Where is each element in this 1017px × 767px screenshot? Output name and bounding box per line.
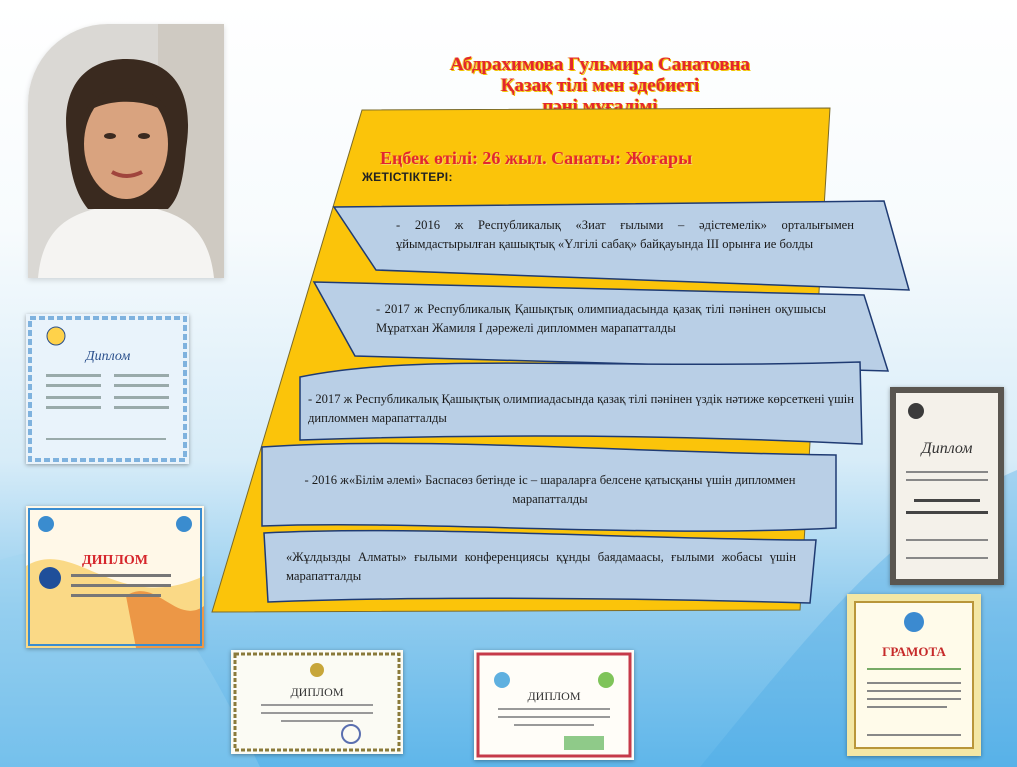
achievement-banner-1: [332, 200, 911, 291]
achievement-banner-3: [299, 361, 863, 445]
doc3-title: ДИПЛОМ: [291, 685, 344, 699]
doc2-title: ДИПЛОМ: [82, 553, 148, 568]
teacher-subject-line1: Қазақ тілі мен әдебиеті: [500, 75, 700, 96]
achievement-text-1: - 2016 ж Республикалық «Зиат ғылыми – әд…: [396, 218, 854, 251]
doc1-title: Диплом: [84, 349, 131, 364]
achievement-banner-5: [263, 529, 817, 604]
certificate-diploma-1: Диплом: [26, 314, 189, 464]
achievement-banner-4: [261, 442, 837, 532]
certificate-diploma-4: ДИПЛОМ: [474, 650, 634, 760]
teacher-photo: [28, 24, 224, 278]
certificate-gramota: ГРАМОТА: [847, 594, 981, 756]
achievement-banner-2: [312, 281, 890, 372]
experience-text: Еңбек өтілі: 26 жыл. Санаты: Жоғары: [380, 148, 693, 168]
teacher-name: Абдрахимова Гульмира Санатовна: [450, 54, 750, 75]
achievement-text-2: - 2017 ж Республикалық Қашықтық олимпиад…: [376, 302, 826, 335]
certificate-diploma-2: ДИПЛОМ: [26, 506, 204, 648]
doc6-title: ГРАМОТА: [882, 644, 946, 659]
achievement-text-3: - 2017 ж Республикалық Қашықтық олимпиад…: [308, 392, 855, 425]
doc5-title: Диплом: [920, 440, 973, 457]
achievement-text-4: - 2016 ж«Білім әлемі» Баспасөз бетінде і…: [304, 473, 796, 506]
doc4-title: ДИПЛОМ: [528, 689, 581, 703]
achievements-title: ЖЕТІСТІКТЕРІ:: [362, 170, 453, 184]
certificate-diploma-5: Диплом: [890, 387, 1004, 585]
achievement-text-5: «Жұлдызды Алматы» ғылыми конференциясы қ…: [286, 550, 796, 583]
certificate-diploma-3: ДИПЛОМ: [231, 650, 403, 754]
